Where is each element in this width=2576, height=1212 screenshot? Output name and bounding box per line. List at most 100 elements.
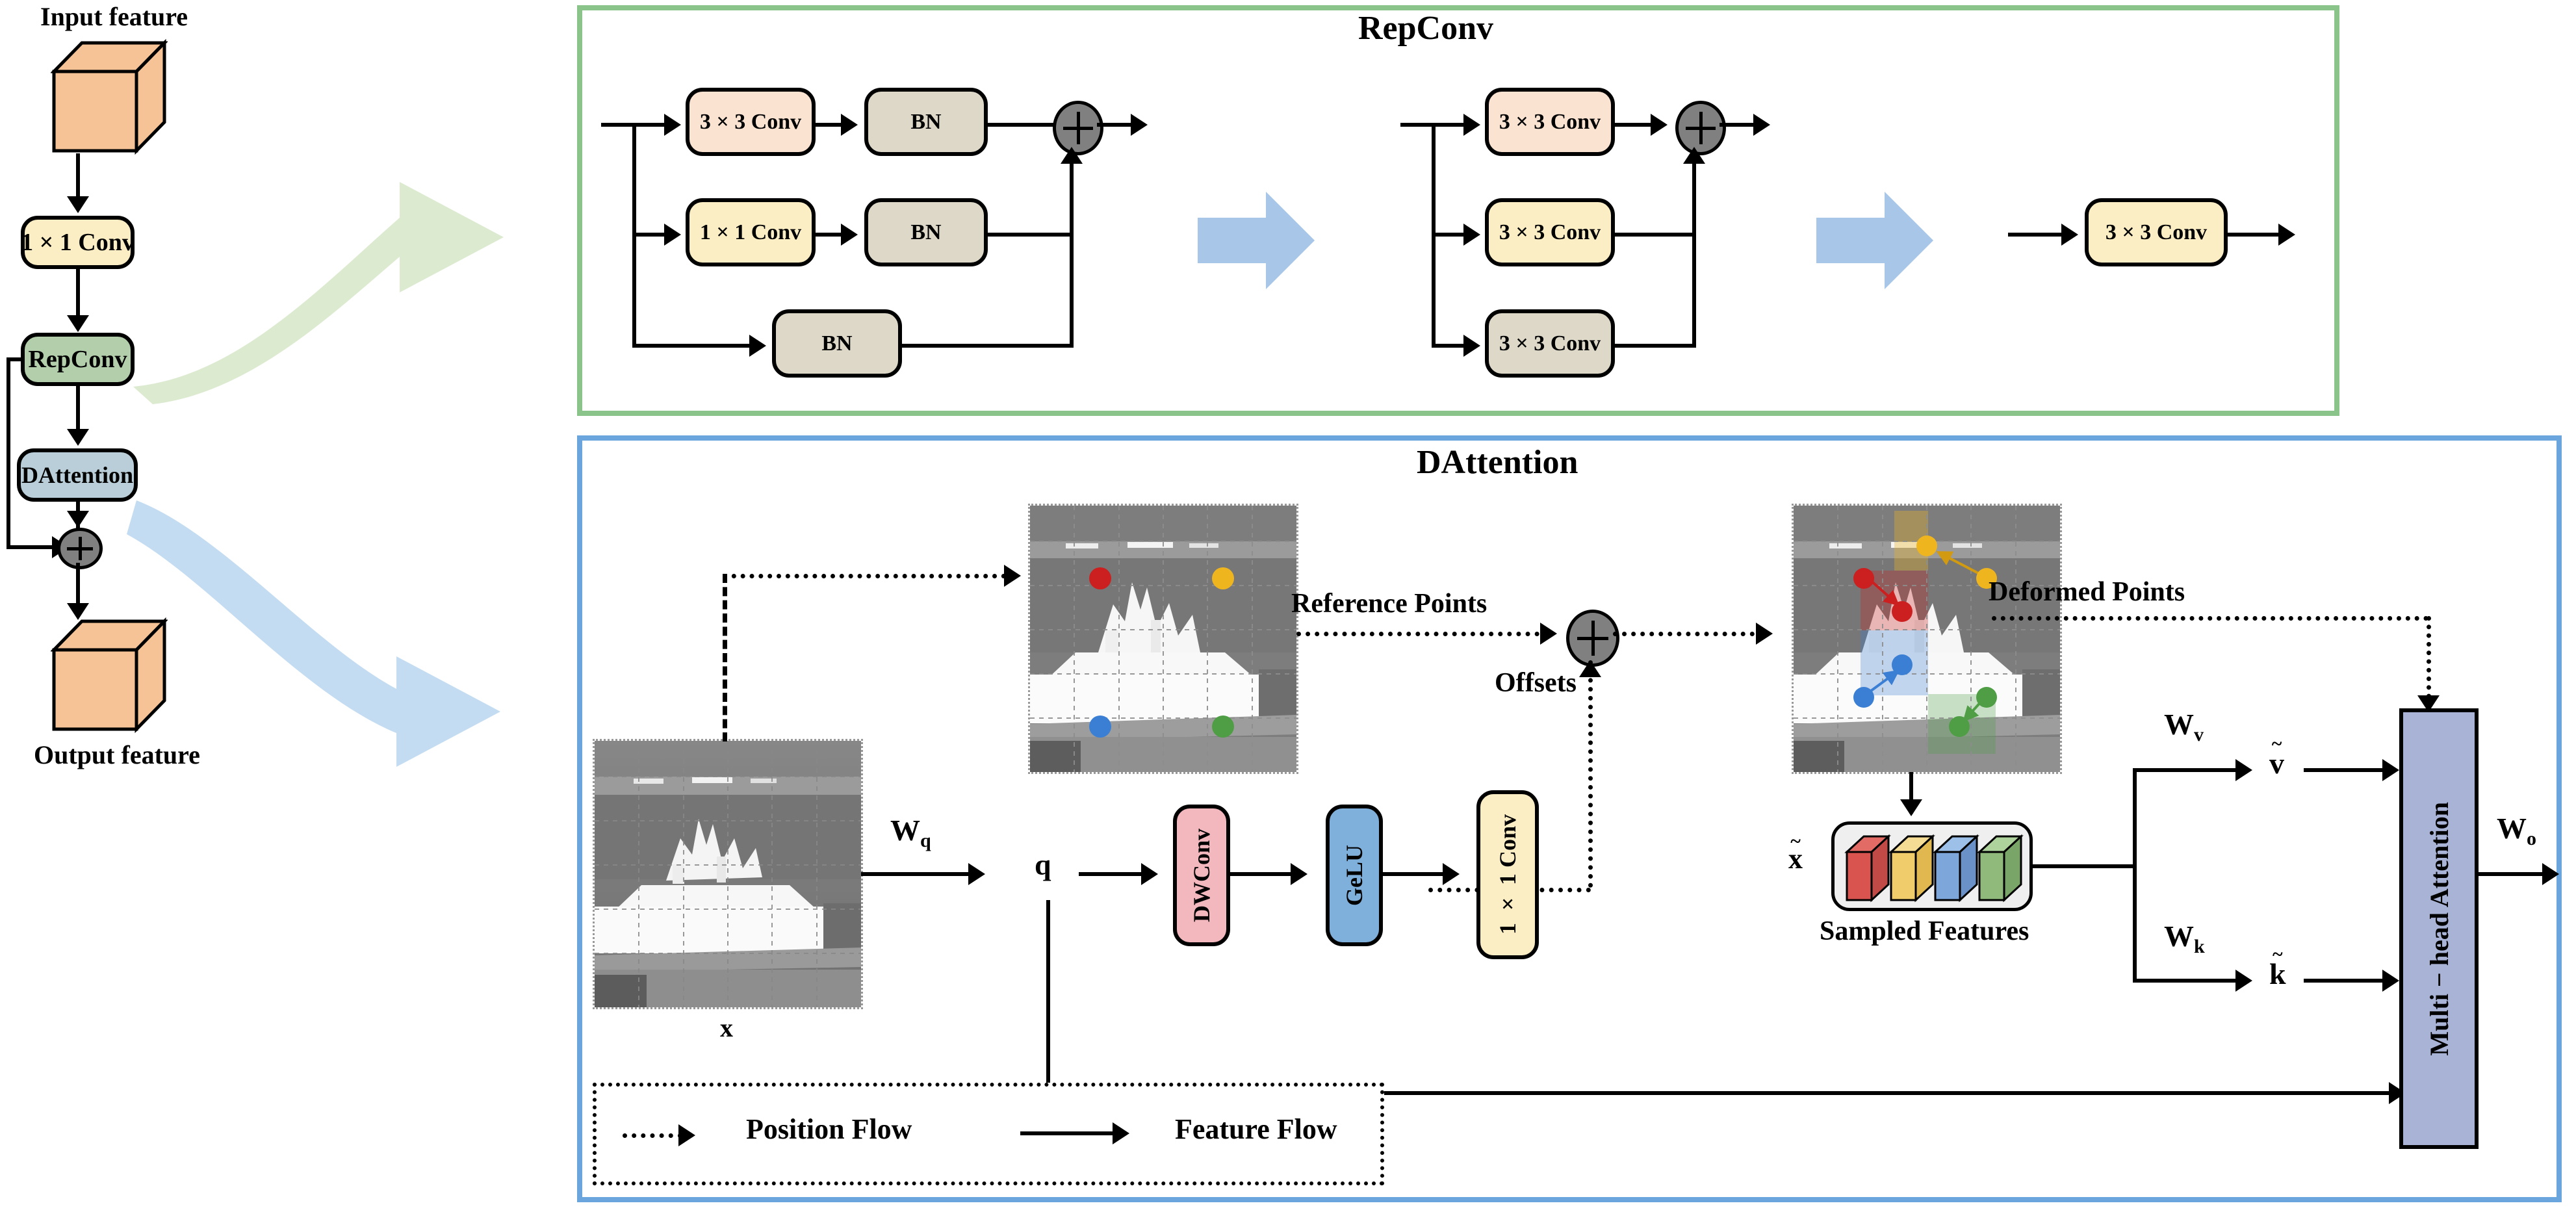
main-dattention-box[interactable]: DAttention bbox=[17, 448, 138, 502]
vtilde-text: v bbox=[2269, 747, 2284, 780]
repconv-s1-bn2-label: BN bbox=[910, 220, 942, 244]
repconv-s2-r1-out bbox=[1615, 123, 1655, 127]
flow-line-add-to-output bbox=[76, 563, 80, 608]
repconv-s1-r3-arrow bbox=[749, 335, 766, 357]
repconv-s2-conv3-box[interactable]: 3 × 3 Conv bbox=[1485, 309, 1615, 378]
offset-conv1x1-label: 1 × 1 Conv bbox=[1495, 814, 1521, 935]
repconv-s1-merge-vert bbox=[1070, 159, 1074, 348]
repconv-s2-r1-out-arrow bbox=[1651, 114, 1668, 136]
main-dattention-label: DAttention bbox=[21, 462, 133, 488]
repconv-s1-conv1x1-box[interactable]: 1 × 1 Conv bbox=[686, 198, 816, 266]
flow-line-k-to-attn bbox=[2304, 979, 2388, 983]
repconv-s2-conv1-box[interactable]: 3 × 3 Conv bbox=[1485, 88, 1615, 156]
flow-arrow-x-to-q bbox=[968, 863, 985, 885]
repconv-s2-conv2-label: 3 × 3 Conv bbox=[1499, 220, 1601, 244]
flow-line-wv bbox=[2133, 768, 2240, 772]
repconv-s2-out-arrow bbox=[1753, 114, 1770, 136]
sampled-features-label: Sampled Features bbox=[1820, 916, 2029, 946]
gelu-box[interactable]: GeLU bbox=[1326, 805, 1383, 946]
repconv-s2-r3-in bbox=[1432, 344, 1469, 348]
flow-arrow-input-to-conv bbox=[67, 196, 89, 213]
repconv-s2-r3-out bbox=[1615, 344, 1696, 348]
callout-arrow-repconv bbox=[133, 182, 504, 404]
flow-arrow-q-to-dwconv bbox=[1141, 863, 1158, 885]
repconv-s2-conv1-label: 3 × 3 Conv bbox=[1499, 109, 1601, 134]
repconv-s1-r3-out bbox=[902, 344, 1074, 348]
main-repconv-label: RepConv bbox=[28, 346, 127, 373]
repconv-s1-r2-mid bbox=[816, 233, 847, 237]
repconv-s2-r3-arrow bbox=[1463, 335, 1480, 357]
repconv-transform-arrow-1 bbox=[1198, 192, 1315, 289]
repconv-s3-out-arrow bbox=[2278, 224, 2295, 246]
repconv-s1-bn2-box[interactable]: BN bbox=[864, 198, 988, 266]
flow-line-q-branch-vert bbox=[1046, 900, 1050, 1095]
repconv-s3-conv-box[interactable]: 3 × 3 Conv bbox=[2085, 198, 2228, 266]
flow-arrow-k-to-attn bbox=[2382, 970, 2399, 992]
position-flow-deformed-points-vert bbox=[2427, 616, 2431, 707]
repconv-s1-r2-arrow2 bbox=[841, 224, 858, 246]
flow-line-gelu-to-conv bbox=[1383, 872, 1449, 876]
residual-line-top bbox=[6, 357, 25, 361]
residual-line-vertical bbox=[6, 357, 10, 549]
flow-line-conv-to-repconv bbox=[76, 269, 80, 320]
position-flow-offsets-arrow bbox=[1579, 660, 1601, 677]
wk-label: Wk bbox=[2164, 922, 2205, 957]
dwconv-box[interactable]: DWConv bbox=[1173, 805, 1230, 946]
repconv-s2-conv2-box[interactable]: 3 × 3 Conv bbox=[1485, 198, 1615, 266]
repconv-s1-bn3-box[interactable]: BN bbox=[772, 309, 902, 378]
input-feature-label: Input feature bbox=[40, 2, 188, 31]
position-flow-add-to-deformed bbox=[1613, 632, 1764, 636]
repconv-s1-r1-mid bbox=[816, 123, 847, 127]
repconv-s2-r2-arrow bbox=[1463, 224, 1480, 246]
repconv-s1-bn3-label: BN bbox=[821, 331, 853, 355]
sampled-features-xtilde-label: ~ x bbox=[1788, 831, 1803, 875]
repconv-s3-in-arrow bbox=[2061, 224, 2078, 246]
repconv-s1-r3-in bbox=[632, 344, 756, 348]
flow-line-v-to-attn bbox=[2304, 768, 2388, 772]
repconv-s2-r1-in bbox=[1432, 123, 1469, 127]
output-feature-label: Output feature bbox=[34, 740, 200, 769]
repconv-s2-conv3-label: 3 × 3 Conv bbox=[1499, 331, 1601, 355]
repconv-s1-r1-in bbox=[632, 123, 670, 127]
repconv-s1-out-line bbox=[1097, 123, 1135, 127]
residual-line-bottom bbox=[6, 545, 56, 549]
repconv-s1-conv1x1-label: 1 × 1 Conv bbox=[699, 220, 802, 244]
position-flow-offsets-vert bbox=[1588, 660, 1593, 888]
offsets-add-node bbox=[1566, 610, 1619, 667]
gelu-label: GeLU bbox=[1341, 845, 1367, 906]
flow-arrow-conv-to-repconv bbox=[67, 315, 89, 332]
repconv-s2-r1-arrow bbox=[1463, 114, 1480, 136]
xtilde-text: x bbox=[1788, 843, 1803, 875]
position-flow-x-to-ref-vert bbox=[723, 574, 727, 741]
position-flow-deformed-arrow bbox=[1756, 623, 1773, 645]
main-repconv-box[interactable]: RepConv bbox=[21, 333, 135, 386]
flow-arrow-add-to-output bbox=[67, 603, 89, 620]
repconv-s1-conv3x3-box[interactable]: 3 × 3 Conv bbox=[686, 88, 816, 156]
wk-subscript: k bbox=[2194, 936, 2205, 958]
flow-line-attn-out bbox=[2479, 872, 2547, 876]
offset-conv1x1-box[interactable]: 1 × 1 Conv bbox=[1476, 790, 1539, 959]
wo-label: Wo bbox=[2497, 814, 2536, 849]
flow-arrow-gelu-to-conv bbox=[1443, 863, 1460, 885]
wq-text: W bbox=[890, 814, 920, 847]
flow-arrow-v-to-attn bbox=[2382, 759, 2399, 781]
flow-arrow-dattn-to-add bbox=[67, 511, 89, 528]
callout-arrow-dattention bbox=[127, 500, 500, 767]
repconv-s1-r1-arrow bbox=[664, 114, 681, 136]
wo-text: W bbox=[2497, 812, 2527, 845]
multi-head-attention-block[interactable]: Multi − head Attention bbox=[2399, 708, 2479, 1149]
repconv-s3-out-line bbox=[2228, 233, 2283, 237]
flow-legend bbox=[593, 1083, 1384, 1185]
q-label: q bbox=[1035, 848, 1051, 881]
repconv-s1-r1-arrow2 bbox=[841, 114, 858, 136]
ktilde-text: k bbox=[2269, 957, 2286, 990]
main-conv1x1-box[interactable]: 1 × 1 Conv bbox=[21, 216, 135, 269]
flow-line-dwconv-to-gelu bbox=[1230, 872, 1296, 876]
flow-line-wk bbox=[2133, 979, 2240, 983]
main-conv1x1-label: 1 × 1 Conv bbox=[21, 229, 135, 256]
dwconv-label: DWConv bbox=[1189, 828, 1215, 923]
repconv-s1-bn1-box[interactable]: BN bbox=[864, 88, 988, 156]
position-flow-x-to-ref-horiz bbox=[723, 574, 1015, 578]
position-flow-deformed-points-horiz bbox=[1992, 616, 2428, 621]
wv-subscript: v bbox=[2194, 724, 2204, 746]
